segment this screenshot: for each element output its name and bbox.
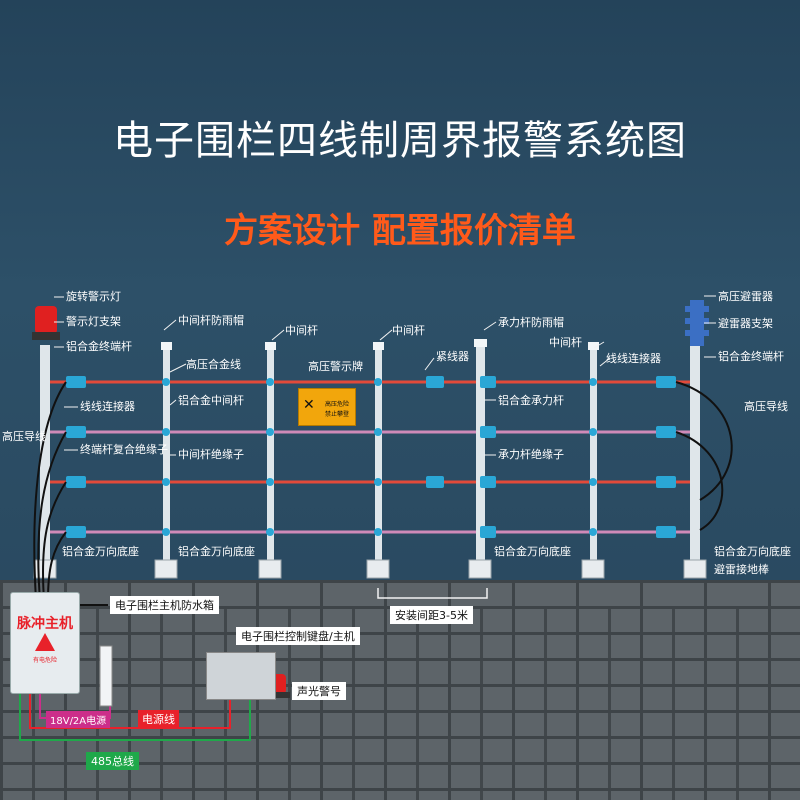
label-alu-base-1: 铝合金万向底座 — [62, 545, 139, 558]
arrester-icon — [685, 300, 709, 346]
high-voltage-warning-icon — [35, 633, 55, 651]
tag-485-bus: 485总线 — [86, 752, 139, 770]
label-alu-bearing-post: 铝合金承力杆 — [498, 394, 564, 407]
fence-posts — [40, 345, 700, 570]
pulse-host-box: 脉冲主机 有电危险 — [10, 592, 80, 694]
label-end-post-insulator: 终端杆复合绝缘子 — [80, 443, 168, 456]
post-caps — [161, 339, 599, 350]
tag-power-supply: 18V/2A电源 — [46, 711, 111, 728]
label-arrester-ground-rod: 避雷接地棒 — [714, 563, 769, 576]
post-bases — [33, 559, 707, 579]
fence-wires — [46, 380, 694, 534]
label-host-waterproof-box: 电子围栏主机防水箱 — [110, 596, 219, 614]
warning-sign-line2: 禁止攀登 — [324, 411, 349, 418]
label-light-bracket: 警示灯支架 — [66, 315, 121, 328]
label-hv-warning-sign: 高压警示牌 — [308, 360, 363, 373]
label-hv-wire-right: 高压导线 — [744, 400, 788, 413]
bottom-wiring — [19, 604, 251, 741]
label-alu-base-4: 铝合金万向底座 — [714, 545, 791, 558]
keypad-host-icon — [206, 652, 276, 700]
spacing-bracket — [377, 588, 488, 599]
label-rotating-light: 旋转警示灯 — [66, 290, 121, 303]
label-alu-end-post-left: 铝合金终端杆 — [66, 340, 132, 353]
label-mid-post-1: 中间杆 — [285, 324, 318, 337]
label-bearing-post-insulator: 承力杆绝缘子 — [498, 448, 564, 461]
hv-lead-wires-right — [675, 381, 733, 531]
label-siren: 声光警号 — [292, 682, 346, 700]
warning-sign-line1: 高压危险 — [324, 401, 349, 408]
label-wire-connector-left: 线线连接器 — [80, 400, 135, 413]
label-alu-end-post-right: 铝合金终端杆 — [718, 350, 784, 363]
insulators — [66, 376, 676, 538]
label-mid-post-insulator: 中间杆绝缘子 — [178, 448, 244, 461]
page-subtitle: 方案设计 配置报价清单 — [224, 211, 576, 251]
no-climb-icon: ✕ — [303, 397, 315, 413]
label-alu-base-3: 铝合金万向底座 — [494, 545, 571, 558]
label-hv-arrester: 高压避雷器 — [718, 290, 773, 303]
label-mid-post-2: 中间杆 — [392, 324, 425, 337]
label-install-spacing: 安装间距3-5米 — [390, 606, 473, 624]
host-box-title: 脉冲主机 — [17, 616, 73, 632]
rotating-light-icon — [32, 306, 60, 340]
hv-warning-sign: ✕ 高压危险 禁止攀登 — [298, 388, 356, 426]
label-hv-alloy-wire: 高压合金线 — [186, 358, 241, 371]
power-strip-icon — [99, 645, 113, 707]
label-mid-post-3: 中间杆 — [549, 336, 582, 349]
label-wire-connector-right: 线线连接器 — [606, 352, 661, 365]
hv-lead-wires-left — [33, 381, 67, 601]
page-title: 电子围栏四线制周界报警系统图 — [113, 118, 687, 164]
label-alu-mid-post: 铝合金中间杆 — [178, 394, 244, 407]
label-keypad-host: 电子围栏控制键盘/主机 — [236, 627, 360, 645]
host-box-warning-text: 有电危险 — [32, 657, 57, 664]
label-hv-lead-left: 高压导线 — [2, 430, 46, 443]
label-tensioner: 紧线器 — [436, 350, 469, 363]
callout-lines — [54, 295, 716, 456]
label-mid-post-cap: 中间杆防雨帽 — [178, 314, 244, 327]
tag-power-cord: 电源线 — [138, 710, 179, 728]
label-bearing-post-cap: 承力杆防雨帽 — [498, 316, 564, 329]
label-alu-base-2: 铝合金万向底座 — [178, 545, 255, 558]
label-arrester-bracket: 避雷器支架 — [718, 317, 773, 330]
